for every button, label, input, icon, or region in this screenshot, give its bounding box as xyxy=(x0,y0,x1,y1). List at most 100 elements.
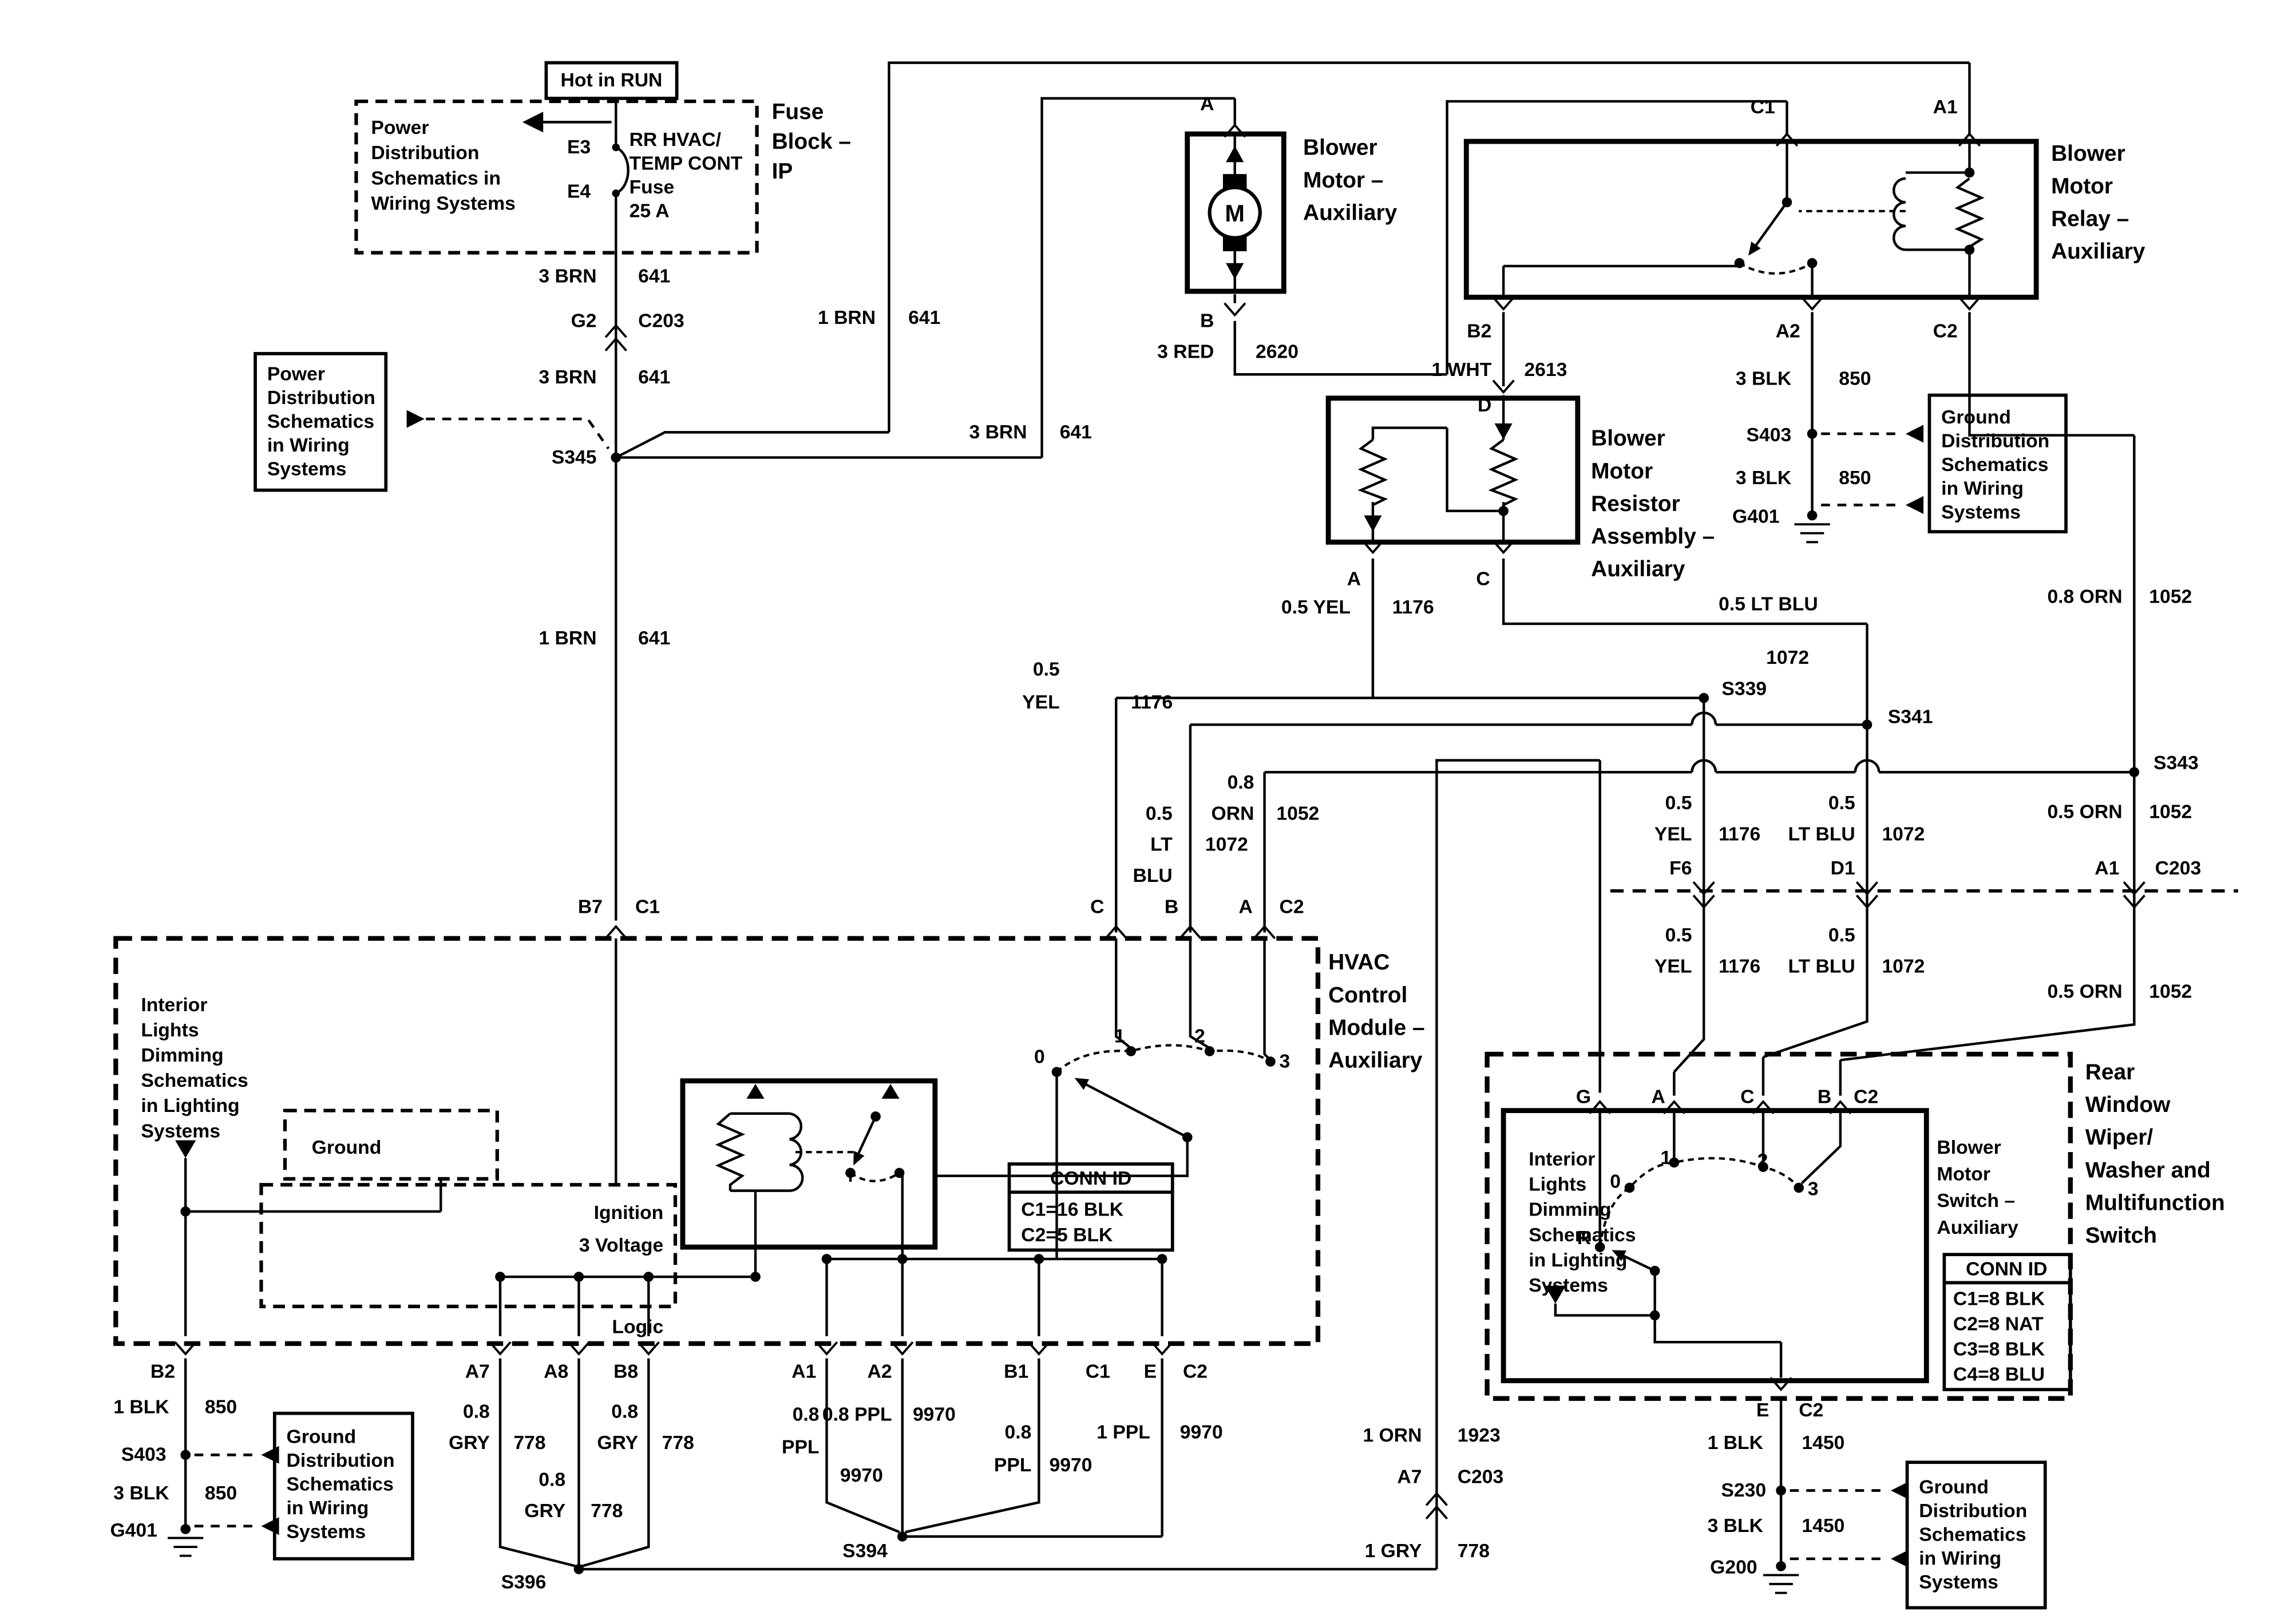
resistor-element-left xyxy=(1357,438,1388,506)
label: in Lighting xyxy=(141,1095,239,1117)
terminal-chevron xyxy=(637,1341,660,1356)
label: M xyxy=(1225,200,1245,227)
switch-internal-wires xyxy=(1554,1110,1842,1566)
terminal-chevron xyxy=(1958,296,1981,311)
label: in Wiring xyxy=(1941,477,2024,499)
label: 2620 xyxy=(1256,341,1299,363)
label: Interior xyxy=(1529,1149,1595,1170)
label: 0.5 ORN xyxy=(2047,980,2122,1002)
terminal-chevron xyxy=(174,1341,197,1356)
junction-dot xyxy=(180,1450,191,1460)
label: A xyxy=(1200,93,1214,115)
terminal-chevron xyxy=(489,1341,512,1356)
junction-dot xyxy=(1649,1310,1660,1321)
label: 778 xyxy=(662,1432,694,1454)
label: C xyxy=(1090,896,1104,918)
logic-switch-arc xyxy=(849,1171,900,1182)
module-bottom-wires xyxy=(184,759,1601,1571)
terminal-chevron xyxy=(1855,881,1879,896)
label: 3 Voltage xyxy=(579,1234,663,1256)
junction-dot xyxy=(1734,258,1745,268)
terminal-chevron xyxy=(891,1341,914,1356)
terminal-chevron xyxy=(1425,1491,1448,1506)
label: G2 xyxy=(571,310,597,331)
label: Wiper/ xyxy=(2085,1125,2154,1150)
wire-hops xyxy=(1691,711,1881,773)
junction-dot xyxy=(1624,1182,1635,1193)
junction-dot xyxy=(821,1254,832,1264)
conn-id-box-hvac xyxy=(1007,1162,1174,1252)
junction-dot xyxy=(894,1167,905,1178)
label: RR HVAC/ xyxy=(630,129,722,151)
label: 3 BRN xyxy=(539,265,596,287)
terminal-chevron xyxy=(2123,894,2145,909)
label: S230 xyxy=(1721,1479,1766,1501)
label: G401 xyxy=(1732,506,1779,528)
terminal-chevron xyxy=(567,1341,591,1356)
terminal-chevron xyxy=(1027,1341,1051,1356)
terminal-chevron xyxy=(1492,540,1515,555)
label: D1 xyxy=(1831,857,1855,879)
label: 3 RED xyxy=(1157,341,1214,363)
fuse-feed-arrow xyxy=(522,112,544,133)
label: 3 BLK xyxy=(1736,467,1792,489)
label: E xyxy=(1756,1399,1769,1421)
label: C1 xyxy=(1751,96,1775,118)
label: YEL xyxy=(1654,955,1692,977)
label: Distribution xyxy=(371,142,479,164)
junction-dot xyxy=(1758,1162,1768,1172)
label: 1052 xyxy=(2149,980,2192,1002)
label: C2=8 NAT xyxy=(1953,1313,2044,1335)
label: 0.8 xyxy=(463,1400,490,1422)
motor-circle xyxy=(1208,185,1262,240)
relay-resistor xyxy=(1954,177,1985,250)
label: S343 xyxy=(2154,752,2199,774)
label: 641 xyxy=(638,627,670,649)
label: Module – xyxy=(1328,1015,1425,1040)
junction-dot xyxy=(1964,244,1975,255)
module-rotary-arc xyxy=(1056,1044,1272,1073)
label: 1 BLK xyxy=(1708,1432,1764,1454)
label: 0.8 ORN xyxy=(2047,586,2122,608)
terminal-chevron xyxy=(1958,132,1981,147)
label: 2 xyxy=(1757,1150,1768,1171)
label: R xyxy=(1577,1227,1591,1249)
terminal-chevron xyxy=(1692,894,1715,909)
label: 3 BLK xyxy=(113,1482,169,1504)
ref-arrow-s230 xyxy=(1891,1481,1909,1500)
terminal-chevron xyxy=(2123,881,2145,896)
label: 778 xyxy=(513,1432,545,1454)
label: 1 PPL xyxy=(1096,1422,1150,1443)
label: Motor – xyxy=(1303,168,1383,192)
label: Block – xyxy=(772,129,851,154)
ref-arrow-g401-top xyxy=(1905,496,1924,514)
junction-dot xyxy=(1776,1561,1786,1571)
terminal-chevron xyxy=(1692,881,1715,896)
label: 3 xyxy=(1280,1050,1290,1072)
hvac-control-module-box xyxy=(113,936,1321,1346)
logic-exit-arrow-left xyxy=(746,1083,765,1099)
ground-symbol xyxy=(1763,1574,1799,1594)
label: A2 xyxy=(868,1360,892,1382)
label: Blower xyxy=(2051,141,2125,166)
label: S403 xyxy=(121,1444,167,1466)
switch-rotary-arc xyxy=(1598,1157,1800,1248)
module-dimming-arrow xyxy=(175,1140,196,1158)
label: 1072 xyxy=(1882,824,1925,845)
junction-dot xyxy=(573,1564,584,1574)
label: G xyxy=(1576,1086,1591,1108)
label: 0.8 xyxy=(611,1400,638,1422)
label: Auxiliary xyxy=(1328,1048,1423,1072)
label: Auxiliary xyxy=(1937,1217,2018,1238)
label: 641 xyxy=(1060,421,1092,443)
terminal-chevron xyxy=(604,925,627,940)
label: 0.5 xyxy=(1828,924,1855,946)
junction-dot xyxy=(897,1531,908,1542)
label: Schematics xyxy=(1941,454,2048,476)
ground-logic-box xyxy=(283,1109,499,1181)
label: 1923 xyxy=(1458,1424,1501,1446)
label: C1=16 BLK xyxy=(1021,1199,1124,1221)
label: Distribution xyxy=(267,387,375,409)
label: S396 xyxy=(501,1571,547,1593)
junction-dot xyxy=(750,1272,761,1282)
